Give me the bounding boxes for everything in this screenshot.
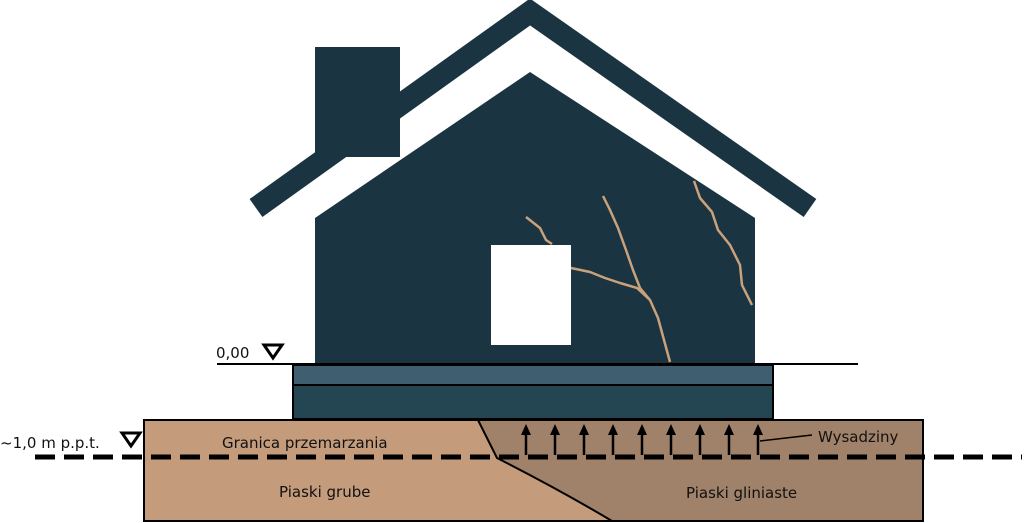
up-arrow-icon <box>753 424 763 455</box>
heave-label: Wysadziny <box>818 428 899 446</box>
up-arrow-icon <box>579 424 589 455</box>
soil-right-label: Piaski gliniaste <box>686 484 797 502</box>
ground-level-label: 0,00 <box>216 344 249 362</box>
frost-depth-label: ~1,0 m p.p.t. <box>0 434 100 452</box>
up-arrow-icon <box>695 424 705 455</box>
wall-cracks <box>525 180 754 363</box>
up-arrow-icon <box>637 424 647 455</box>
up-arrow-icon <box>724 424 734 455</box>
foundation-bottom <box>292 384 774 420</box>
soil-left <box>143 419 616 522</box>
heave-leader-line <box>759 434 813 442</box>
house-body <box>315 72 755 364</box>
foundation-top <box>292 364 774 386</box>
level-marker-icon <box>119 431 143 449</box>
up-arrow-icon <box>666 424 676 455</box>
chimney <box>315 47 400 157</box>
up-arrow-icon <box>521 424 531 455</box>
heave-arrows <box>521 424 763 455</box>
up-arrow-icon <box>550 424 560 455</box>
level-marker-icon <box>261 343 285 361</box>
frost-line-label: Granica przemarzania <box>222 434 388 452</box>
soil-left-label: Piaski grube <box>279 483 370 501</box>
window <box>491 245 571 345</box>
up-arrow-icon <box>608 424 618 455</box>
